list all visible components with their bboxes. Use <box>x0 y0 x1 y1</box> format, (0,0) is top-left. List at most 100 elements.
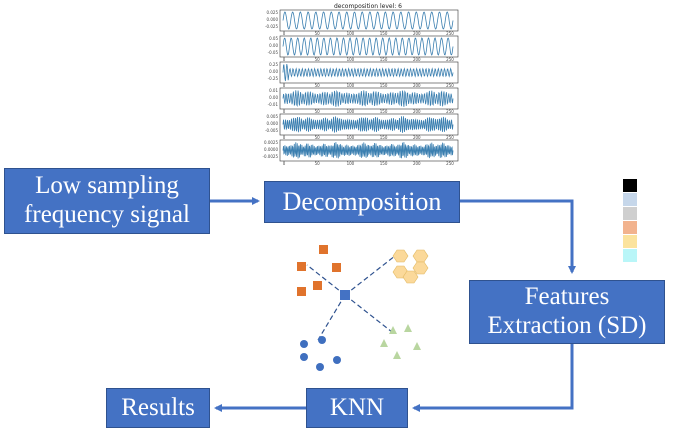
y-tick-label: 0.00 <box>269 95 278 100</box>
class-square-point <box>297 287 306 296</box>
low-sampling-label-line2: frequency signal <box>24 201 190 228</box>
x-tick-label: 50 <box>315 83 321 88</box>
x-tick-label: 100 <box>347 31 355 36</box>
x-tick-label: 150 <box>380 161 388 166</box>
x-tick-label: 150 <box>380 83 388 88</box>
x-tick-label: 50 <box>315 161 321 166</box>
decomposition-panel: 0.005 0.000 -0.005 0 50 100 150 200 250 <box>265 113 459 140</box>
signal-line <box>282 11 454 30</box>
y-tick-label: -0.0025 <box>263 154 279 159</box>
x-tick-label: 0 <box>283 109 286 114</box>
features-extraction-box: Features Extraction (SD) <box>469 280 665 344</box>
decomposition-box: Decomposition <box>264 181 460 223</box>
legend-swatch <box>623 179 637 192</box>
arrow-decomposition-to-features <box>460 199 576 274</box>
x-tick-label: 200 <box>413 31 421 36</box>
x-tick-label: 200 <box>413 83 421 88</box>
x-tick-label: 200 <box>413 161 421 166</box>
x-tick-label: 100 <box>347 161 355 166</box>
x-tick-label: 0 <box>283 57 286 62</box>
decomposition-panel: 0.25 0.00 -0.25 0 50 100 150 200 250 <box>268 61 459 88</box>
query-point <box>340 290 350 300</box>
knn-link <box>306 264 346 296</box>
y-tick-label: 0.01 <box>269 88 278 93</box>
y-tick-label: 0.00 <box>269 69 278 74</box>
x-tick-label: 0 <box>283 83 286 88</box>
class-hexagon-point <box>412 249 429 263</box>
results-box: Results <box>106 388 210 428</box>
x-tick-label: 100 <box>347 83 355 88</box>
class-triangle-point <box>380 339 388 347</box>
knn-box: KNN <box>306 388 408 428</box>
y-tick-label: 0.0000 <box>264 147 278 152</box>
x-tick-label: 50 <box>315 57 321 62</box>
class-hexagon-point <box>402 270 419 284</box>
knn-illustration <box>297 245 429 371</box>
legend-swatch <box>623 249 637 262</box>
x-tick-label: 200 <box>413 135 421 140</box>
x-tick-label: 250 <box>446 161 454 166</box>
y-tick-label: 0.05 <box>269 36 278 41</box>
x-tick-label: 250 <box>446 109 454 114</box>
signal-line <box>282 64 454 82</box>
signal-line <box>282 37 454 56</box>
signal-line <box>282 142 454 159</box>
x-tick-label: 50 <box>315 135 321 140</box>
class-square-point <box>297 262 306 271</box>
knn-link <box>344 294 393 333</box>
class-square-point <box>313 281 322 290</box>
x-tick-label: 0 <box>283 135 286 140</box>
y-tick-label: -0.025 <box>265 24 278 29</box>
x-tick-label: 0 <box>283 161 286 166</box>
class-circle-point <box>300 353 308 361</box>
y-tick-label: 0.000 <box>267 17 279 22</box>
y-tick-label: -0.005 <box>265 128 278 133</box>
y-tick-label: 0.25 <box>269 62 278 67</box>
x-tick-label: 100 <box>347 57 355 62</box>
y-tick-label: 0.005 <box>267 114 279 119</box>
x-tick-label: 250 <box>446 135 454 140</box>
y-tick-label: 0.00 <box>269 43 278 48</box>
x-tick-label: 250 <box>446 83 454 88</box>
class-triangle-point <box>393 351 401 359</box>
x-tick-label: 150 <box>380 135 388 140</box>
legend-swatch <box>623 235 637 248</box>
arrow-features-to-knn <box>412 344 574 412</box>
y-tick-label: 0.025 <box>267 10 279 15</box>
class-circle-point <box>333 356 341 364</box>
x-tick-label: 50 <box>315 109 321 114</box>
class-triangle-point <box>389 326 397 334</box>
decomposition-label: Decomposition <box>282 187 442 217</box>
x-tick-label: 0 <box>283 31 286 36</box>
decomposition-panel: 0.05 0.00 -0.05 0 50 100 150 200 250 <box>268 35 459 62</box>
x-tick-label: 100 <box>347 109 355 114</box>
class-hexagon-point <box>392 249 409 263</box>
y-tick-label: 0.0025 <box>264 140 278 145</box>
knn-link <box>344 251 401 296</box>
class-triangle-point <box>413 342 421 350</box>
x-tick-label: 100 <box>347 135 355 140</box>
low-sampling-signal-box: Low sampling frequency signal <box>4 168 210 234</box>
x-tick-label: 150 <box>380 57 388 62</box>
y-tick-label: -0.01 <box>268 102 279 107</box>
x-tick-label: 150 <box>380 109 388 114</box>
x-tick-label: 250 <box>446 57 454 62</box>
knn-link <box>317 294 346 341</box>
y-tick-label: 0.000 <box>267 121 279 126</box>
low-sampling-label-line1: Low sampling <box>35 172 179 200</box>
color-legend <box>623 179 637 262</box>
features-label-line1: Features <box>524 283 610 311</box>
plot-title: decomposition level: 6 <box>334 3 402 10</box>
x-tick-label: 250 <box>446 31 454 36</box>
y-tick-label: -0.05 <box>268 50 279 55</box>
signal-line <box>282 89 454 107</box>
y-tick-label: -0.25 <box>268 76 279 81</box>
class-square-point <box>332 263 341 272</box>
class-triangle-point <box>404 324 412 332</box>
x-tick-label: 200 <box>413 57 421 62</box>
x-tick-label: 50 <box>315 31 321 36</box>
